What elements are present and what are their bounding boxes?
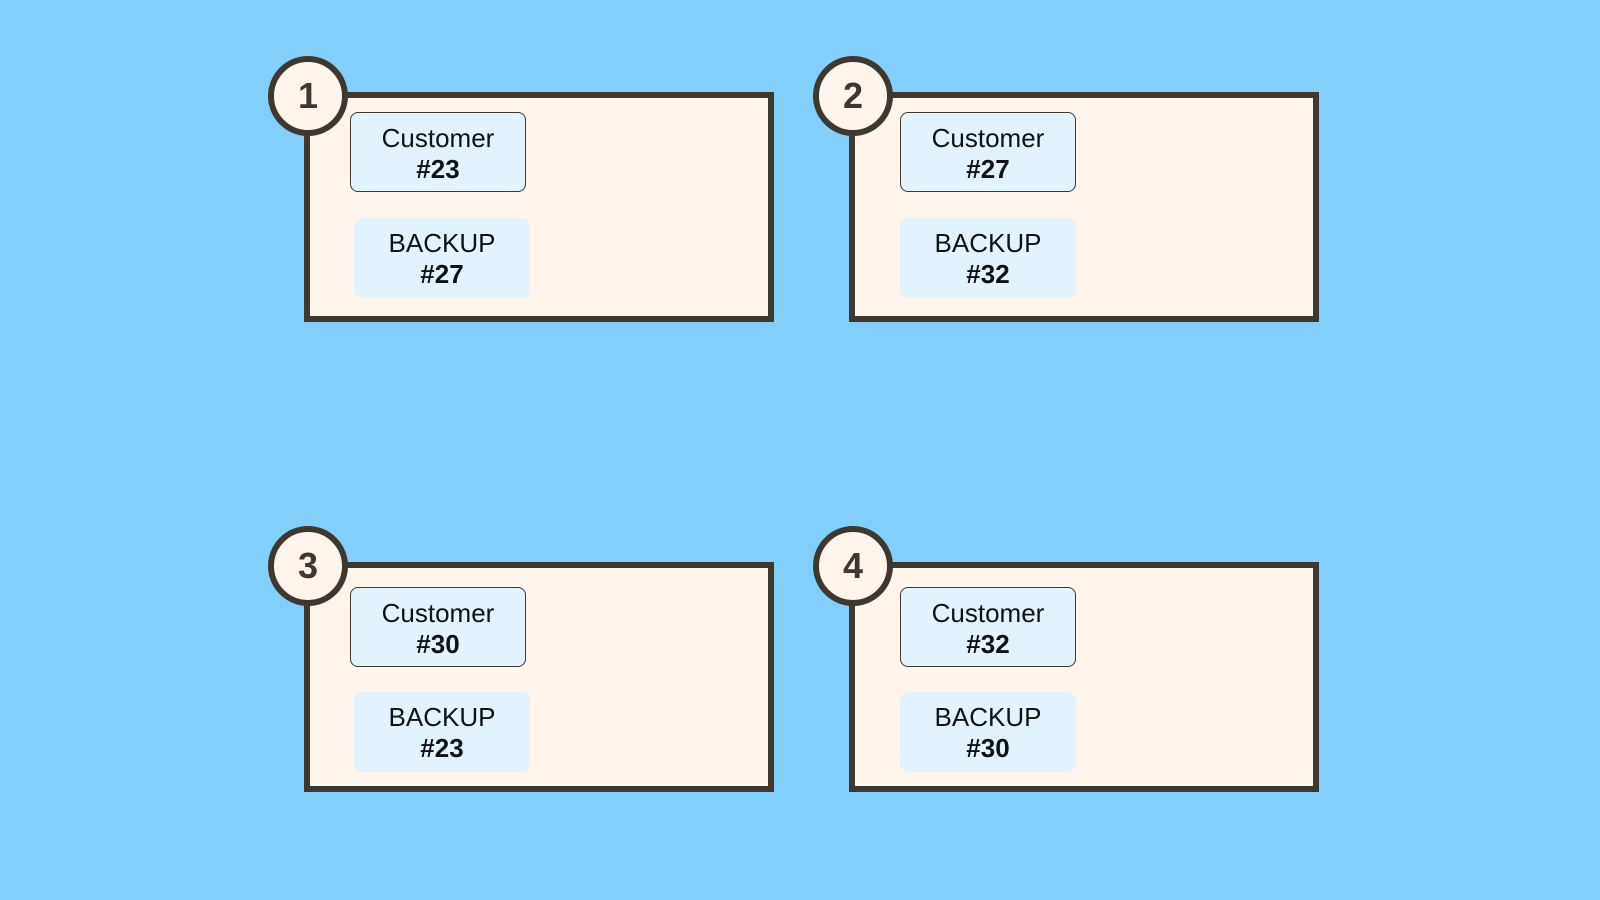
backup-number: #32: [966, 259, 1010, 289]
backup-label: BACKUP: [388, 228, 496, 258]
step-number-badge: 1: [268, 56, 348, 136]
customer-card: Customer #30: [350, 587, 526, 667]
backup-card: BACKUP #32: [900, 218, 1076, 298]
backup-label: BACKUP: [934, 228, 1042, 258]
step-number-badge: 4: [813, 526, 893, 606]
panel-3: 3 Customer #30 BACKUP #23: [268, 526, 774, 792]
backup-card: BACKUP #27: [354, 218, 530, 298]
backup-label: BACKUP: [388, 702, 496, 732]
step-number-badge: 2: [813, 56, 893, 136]
customer-number: #27: [966, 154, 1010, 184]
customer-card: Customer #32: [900, 587, 1076, 667]
backup-number: #30: [966, 733, 1010, 763]
backup-card: BACKUP #30: [900, 692, 1076, 772]
panel-2: 2 Customer #27 BACKUP #32: [813, 56, 1319, 322]
backup-label: BACKUP: [934, 702, 1042, 732]
customer-number: #32: [966, 629, 1010, 659]
customer-label: Customer: [931, 123, 1045, 153]
panel-4: 4 Customer #32 BACKUP #30: [813, 526, 1319, 792]
customer-label: Customer: [381, 123, 495, 153]
customer-label: Customer: [381, 598, 495, 628]
customer-card: Customer #23: [350, 112, 526, 192]
step-number-badge: 3: [268, 526, 348, 606]
backup-number: #23: [420, 733, 464, 763]
panel-1: 1 Customer #23 BACKUP #27: [268, 56, 774, 322]
backup-number: #27: [420, 259, 464, 289]
customer-number: #23: [416, 154, 460, 184]
customer-card: Customer #27: [900, 112, 1076, 192]
customer-label: Customer: [931, 598, 1045, 628]
customer-number: #30: [416, 629, 460, 659]
backup-card: BACKUP #23: [354, 692, 530, 772]
